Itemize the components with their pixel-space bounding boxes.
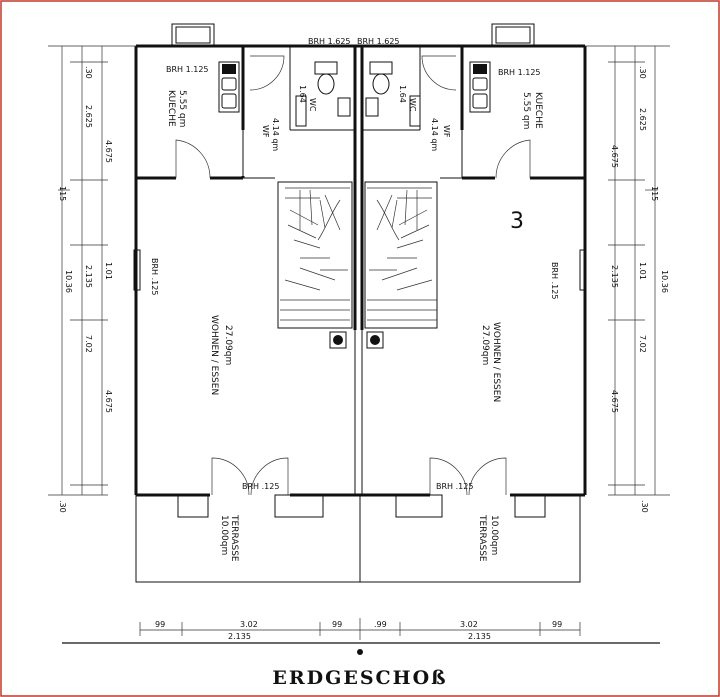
right-meter-icon — [366, 331, 384, 349]
left-wf-label: WF — [261, 125, 270, 138]
right-kitchen-brh: BRH 1.125 — [498, 68, 541, 77]
left-meter-icon — [329, 331, 347, 349]
top-brh-right: BRH 1.625 — [357, 37, 400, 46]
left-dim-middle-2: 2.135 — [84, 265, 93, 288]
bottom-right-seg-1: .99 — [374, 620, 387, 629]
bottom-left-seg-1: 99 — [155, 620, 165, 629]
right-dim-middle-2: 2.135 — [610, 265, 619, 288]
right-wc-area: 1.64 — [398, 85, 407, 103]
right-dim-inner-3: 1.01 — [638, 262, 647, 280]
left-living-name: WOHNEN / ESSEN — [209, 315, 219, 395]
north-dot — [357, 649, 363, 655]
left-dimension-lines — [48, 45, 136, 496]
left-living-brh-side: BRH .125 — [150, 258, 159, 295]
left-wc-name: WC — [308, 98, 317, 112]
left-kitchen-name: KUECHE — [166, 90, 176, 127]
left-dim-inner-4: 4.675 — [104, 390, 113, 413]
bottom-left-seg-2: 3.02 — [240, 620, 258, 629]
bottom-left-total: 2.135 — [228, 632, 251, 641]
left-terrace-area: 10.00qm — [219, 515, 229, 555]
left-dim-outer: 10.36 — [64, 270, 73, 293]
left-terrace-name: TERRASSE — [229, 514, 239, 562]
right-wc-name: WC — [408, 98, 417, 112]
right-dim-inner-1: .30 — [638, 66, 647, 79]
outer-walls — [134, 44, 587, 497]
right-dimension-lines — [585, 45, 670, 496]
left-dim-inner-3: 1.01 — [104, 262, 113, 280]
left-living-area: 27.09qm — [223, 325, 233, 365]
left-kitchen-door[interactable] — [175, 139, 211, 179]
left-wf-area: 4.14 qm — [271, 118, 280, 151]
right-wc-door[interactable] — [421, 55, 457, 91]
right-kitchen-counter — [469, 61, 491, 113]
left-wc-area: 1.64 — [298, 85, 307, 103]
right-dim-side: 115 — [650, 186, 659, 201]
right-living-brh-side: BRH .125 — [550, 262, 559, 299]
top-brh-left: BRH 1.625 — [308, 37, 351, 46]
left-living-brh-bottom: BRH .125 — [242, 482, 279, 491]
left-unit-walls — [133, 46, 355, 291]
right-toilet-icon — [365, 61, 421, 127]
right-terrace-name: TERRASSE — [477, 514, 487, 562]
left-dim-middle-1: 4.675 — [104, 140, 113, 163]
right-dim-middle-1: 4.675 — [610, 145, 619, 168]
right-dim-outer: 10.36 — [660, 270, 669, 293]
right-terrace-door[interactable] — [429, 457, 507, 496]
unit-number: 3 — [510, 209, 524, 234]
left-terrace-door[interactable] — [211, 457, 289, 496]
left-dim-inner-2: 2.625 — [84, 105, 93, 128]
right-unit-walls — [362, 46, 587, 291]
left-staircase — [277, 181, 353, 329]
bottom-dimension-lines — [62, 618, 660, 655]
right-dim-inner-4: 4.675 — [610, 390, 619, 413]
right-wf-area: 4.14 qm — [430, 118, 439, 151]
terraces — [135, 494, 581, 583]
bottom-right-total: 2.135 — [468, 632, 491, 641]
right-kitchen-name: KUECHE — [533, 92, 543, 129]
right-living-area: 27.09qm — [480, 325, 490, 365]
left-dim-inner-5: .30 — [58, 500, 67, 513]
right-living-name: WOHNEN / ESSEN — [491, 322, 501, 402]
left-wc-door[interactable] — [249, 55, 285, 91]
bottom-left-seg-3: 99 — [332, 620, 342, 629]
left-dim-side: 115 — [58, 186, 67, 201]
left-toilet-icon — [295, 61, 351, 127]
bottom-right-seg-2: 3.02 — [460, 620, 478, 629]
right-kitchen-area: 5.55 qm — [521, 92, 531, 129]
page-title: ERDGESCHOß — [272, 667, 447, 689]
right-dim-middle-3: 7.02 — [638, 335, 647, 353]
bottom-right-seg-3: 99 — [552, 620, 562, 629]
right-dim-inner-2: 2.625 — [638, 108, 647, 131]
left-dim-middle-3: 7.02 — [84, 335, 93, 353]
right-staircase — [364, 181, 438, 329]
left-kitchen-brh: BRH 1.125 — [166, 65, 209, 74]
right-kitchen-door[interactable] — [495, 139, 531, 179]
right-wf-label: WF — [442, 125, 451, 138]
left-dim-inner-1: .30 — [84, 66, 93, 79]
right-terrace-area: 10.00qm — [489, 515, 499, 555]
left-kitchen-counter — [218, 61, 240, 113]
left-kitchen-area: 5.55 qm — [177, 90, 187, 127]
right-dim-inner-5: .30 — [640, 500, 649, 513]
top-bays — [171, 23, 535, 47]
right-living-brh-bottom: BRH .125 — [436, 482, 473, 491]
